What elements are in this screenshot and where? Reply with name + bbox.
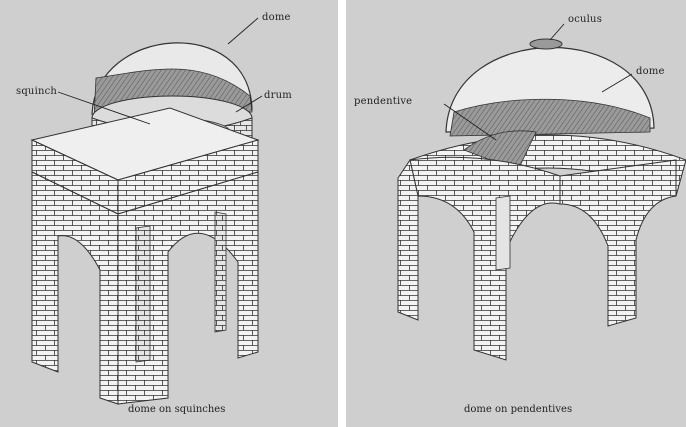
caption-left: dome on squinches	[128, 404, 225, 415]
label-dome: dome	[262, 12, 291, 23]
arched-piers	[398, 157, 676, 360]
label-pendentive: pendentive	[354, 96, 412, 107]
arched-piers	[32, 172, 258, 404]
label-drum: drum	[264, 90, 292, 101]
leader-oculus	[550, 24, 564, 40]
caption-right: dome on pendentives	[464, 404, 572, 415]
label-dome: dome	[636, 66, 665, 77]
label-squinch: squinch	[16, 86, 57, 97]
dome-on-pendentives-panel: oculus dome pendentive dome on pendentiv…	[346, 0, 686, 427]
dome-shape	[446, 39, 654, 136]
dome-on-squinches-panel: dome squinch drum dome on squinches	[0, 0, 338, 427]
label-oculus: oculus	[568, 14, 602, 25]
leader-dome	[228, 18, 258, 44]
